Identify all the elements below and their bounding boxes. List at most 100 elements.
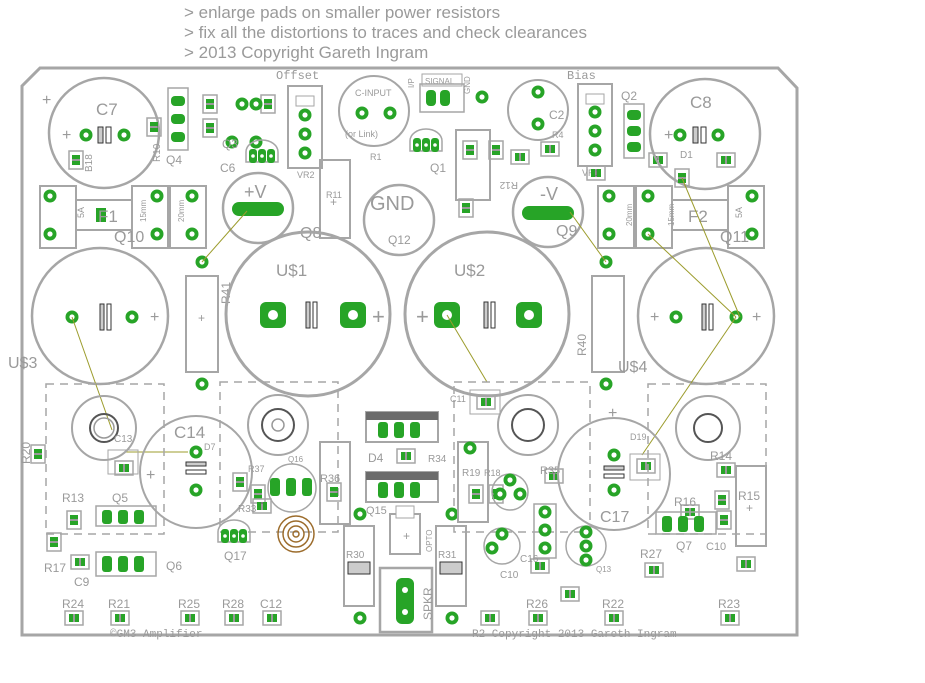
svg-text:R27: R27 <box>640 547 662 561</box>
capacitor-c8: C8 + D1 <box>648 77 762 191</box>
transistor-q4: Q4 <box>166 87 189 167</box>
svg-text:R31: R31 <box>438 550 457 561</box>
traces <box>71 177 741 456</box>
svg-text:SPKR: SPKR <box>421 587 435 620</box>
fuse-f2: F2 20mm 15mm 5A Q11 <box>597 185 765 249</box>
resistor-r11: R11 + <box>319 159 351 239</box>
mounting-hole-right <box>675 395 741 461</box>
transistor-q13: Q13 <box>565 525 612 574</box>
svg-text:15mm: 15mm <box>667 203 676 226</box>
transistor-round-a <box>491 473 529 511</box>
signal-connector: SIGNAL I/P GND <box>407 73 472 113</box>
svg-text:Q9: Q9 <box>556 223 577 240</box>
svg-text:C2: C2 <box>549 108 565 122</box>
svg-text:+: + <box>42 92 51 109</box>
svg-text:R35: R35 <box>540 465 560 477</box>
footer-left: ©GM3 Amplifier <box>110 629 202 641</box>
resistor-r40: R40 <box>575 255 625 391</box>
svg-text:C-INPUT: C-INPUT <box>355 88 392 98</box>
revision-notes: > enlarge pads on smaller power resistor… <box>184 3 587 63</box>
svg-text:(or Link): (or Link) <box>345 129 378 139</box>
speaker-connector: SPKR <box>378 566 435 634</box>
capacitor-c14: C14 D7 + <box>139 415 253 529</box>
note-line: > fix all the distortions to traces and … <box>184 23 588 42</box>
svg-text:+V: +V <box>244 182 267 202</box>
svg-text:U$3: U$3 <box>8 355 37 372</box>
svg-text:R17: R17 <box>44 561 66 575</box>
svg-text:5A: 5A <box>76 207 86 218</box>
svg-text:C13: C13 <box>114 434 133 445</box>
svg-text:R22: R22 <box>602 597 624 611</box>
svg-text:-V: -V <box>540 184 558 204</box>
svg-text:+: + <box>608 405 617 422</box>
svg-text:+: + <box>330 195 337 209</box>
resistor-r31: R31 <box>435 507 467 625</box>
transistor-q2: Q2 <box>621 89 645 159</box>
mounting-hole-left <box>71 395 137 461</box>
svg-text:GND: GND <box>370 193 414 215</box>
svg-text:U$2: U$2 <box>454 261 485 280</box>
svg-text:Q15: Q15 <box>366 505 387 517</box>
svg-text:R12: R12 <box>499 179 518 190</box>
transistor-q16: Q16 <box>267 455 317 513</box>
svg-text:R34: R34 <box>428 454 447 465</box>
svg-text:Q4: Q4 <box>166 153 182 167</box>
transistor-q7: Q7 <box>655 511 717 553</box>
transistor-q1: Q1 <box>409 128 446 175</box>
svg-text:R11: R11 <box>326 190 342 200</box>
svg-text:Q17: Q17 <box>224 549 247 563</box>
svg-text:VR2: VR2 <box>297 170 315 180</box>
offset-label: Offset <box>276 69 319 83</box>
mounting-hole-center-left <box>247 394 309 456</box>
svg-text:F1: F1 <box>98 207 118 226</box>
potentiometer-vr2: VR2 <box>287 85 323 180</box>
svg-text:GND: GND <box>463 76 472 94</box>
svg-text:C14: C14 <box>174 423 205 442</box>
svg-text:D7: D7 <box>204 442 216 452</box>
capacitor-u2: U$2 + <box>403 230 571 398</box>
svg-text:Q6: Q6 <box>166 559 182 573</box>
svg-text:Q7: Q7 <box>676 539 692 553</box>
svg-text:15mm: 15mm <box>139 199 148 222</box>
svg-text:R30: R30 <box>346 550 365 561</box>
capacitor-c2: C2 <box>507 79 569 141</box>
svg-text:C17: C17 <box>600 509 629 526</box>
svg-text:+: + <box>403 529 410 543</box>
svg-text:Q11: Q11 <box>720 229 749 246</box>
svg-text:C11: C11 <box>450 394 466 404</box>
svg-text:+: + <box>664 127 673 144</box>
mounting-hole-center-right <box>497 394 559 456</box>
svg-text:R37: R37 <box>248 464 265 474</box>
svg-text:R1: R1 <box>370 152 382 162</box>
inductor-coil <box>277 515 315 553</box>
bias-label: Bias <box>567 69 596 83</box>
svg-text:Q16: Q16 <box>288 455 304 464</box>
svg-text:D4: D4 <box>368 451 384 465</box>
transistor-q8: +V Q8 <box>221 171 321 245</box>
note-line: > 2013 Copyright Gareth Ingram <box>184 43 429 62</box>
transistor-round-b: C10 <box>483 527 521 581</box>
svg-text:C9: C9 <box>74 575 90 589</box>
diode-d4: D4 Q15 <box>365 411 439 517</box>
svg-text:5A: 5A <box>734 207 744 218</box>
transistor-q9: -V Q9 <box>511 175 585 249</box>
svg-text:R16: R16 <box>674 495 696 509</box>
svg-text:+: + <box>146 467 155 484</box>
capacitor-c7: C7 + + <box>42 76 161 190</box>
potentiometer-vr1: VR1 <box>577 83 613 178</box>
svg-text:20mm: 20mm <box>177 199 186 222</box>
svg-text:D1: D1 <box>680 150 693 161</box>
capacitor-c-input: C-INPUT (or Link) R1 <box>338 75 410 162</box>
svg-text:C10: C10 <box>706 541 726 553</box>
svg-text:R10: R10 <box>152 143 163 162</box>
svg-text:U$4: U$4 <box>618 359 647 376</box>
optocoupler: + OPTO <box>389 505 434 555</box>
svg-text:+: + <box>746 501 753 515</box>
svg-text:R14: R14 <box>710 449 732 463</box>
svg-text:+: + <box>416 304 429 329</box>
resistor-r30: R30 <box>343 507 375 625</box>
svg-text:R21: R21 <box>108 597 130 611</box>
resistor-r15: R15 + <box>735 465 767 547</box>
capacitor-u1: U$1 + <box>224 230 392 398</box>
